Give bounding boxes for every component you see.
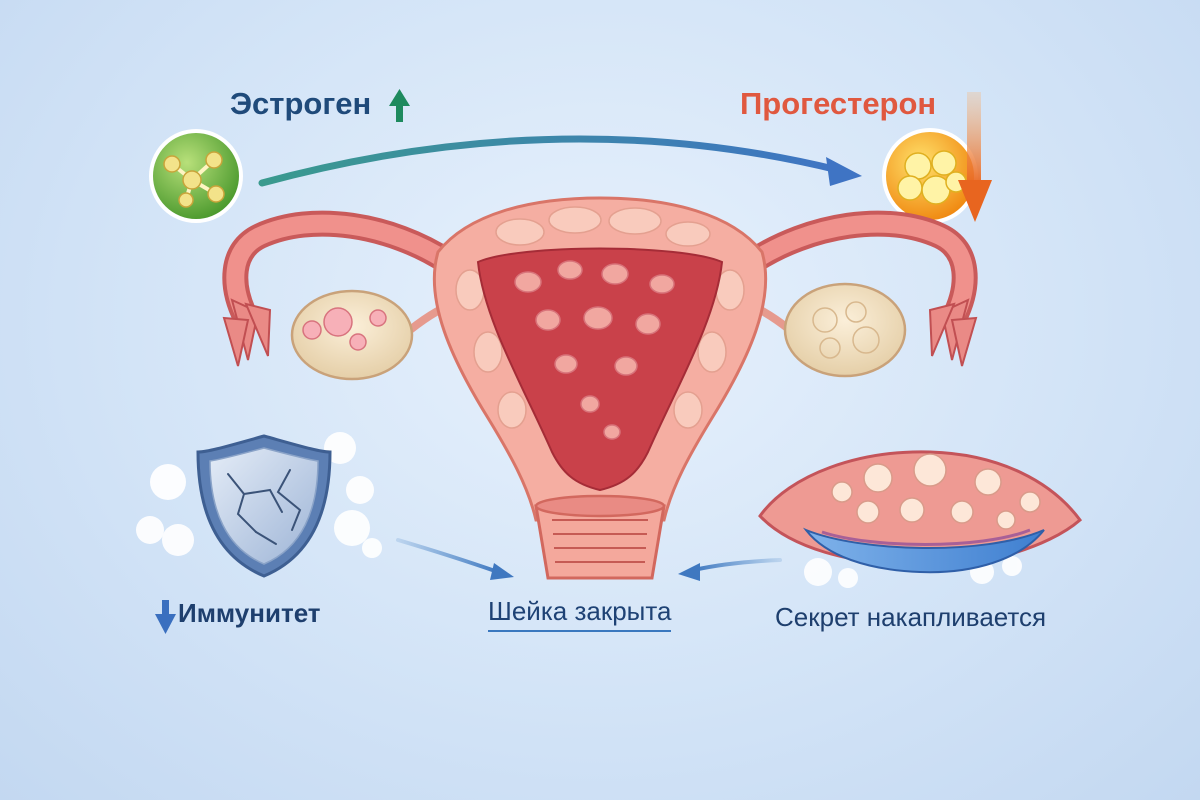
hormone-arc-arrow — [258, 135, 862, 187]
secretion-label: Секрет накапливается — [775, 602, 1047, 632]
arrow-down-icon — [958, 92, 992, 222]
secretion-tissue-icon — [758, 450, 1083, 588]
flow-arrow-left — [396, 538, 514, 580]
cracked-shield-icon — [136, 432, 382, 578]
arrow-up-icon — [389, 89, 410, 122]
uterus-illustration — [222, 196, 978, 580]
molecule-icon — [149, 129, 243, 223]
cells-icon — [882, 128, 978, 224]
estrogen-label: Эстроген — [230, 86, 372, 121]
progesterone-label: Прогестерон — [740, 86, 937, 121]
flow-arrow-right — [678, 558, 782, 581]
arrow-down-icon — [155, 600, 176, 634]
immunity-label: Иммунитет — [178, 598, 321, 628]
cervix-label: Шейка закрыта — [488, 596, 672, 632]
